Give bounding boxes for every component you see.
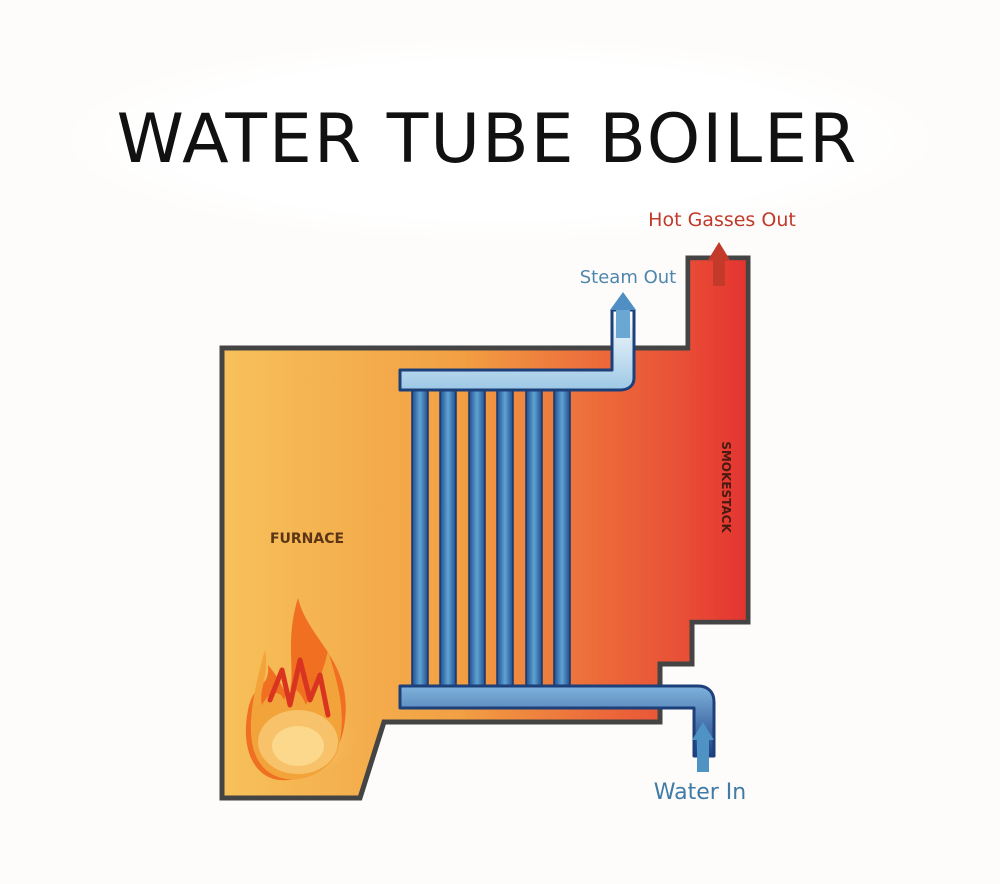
title-background-glow bbox=[70, 40, 930, 240]
water-in-arrow bbox=[692, 722, 714, 772]
water-tube-2 bbox=[439, 377, 457, 693]
steam-out-arrow bbox=[610, 292, 636, 338]
fire-icon bbox=[245, 598, 346, 781]
furnace-label: FURNACE bbox=[270, 531, 344, 547]
water-tube-6 bbox=[553, 377, 571, 693]
water-tube-5 bbox=[525, 377, 543, 693]
hot-gasses-arrow bbox=[708, 242, 730, 286]
steam-out-label: Steam Out bbox=[580, 267, 676, 288]
smokestack-fill bbox=[690, 260, 746, 620]
page-title: WATER TUBE BOILER bbox=[116, 100, 859, 179]
water-tube-3 bbox=[468, 377, 486, 693]
water-tube-1 bbox=[411, 377, 429, 693]
hot-gasses-out-label: Hot Gasses Out bbox=[648, 209, 796, 231]
smokestack-label: SMOKESTACK bbox=[719, 441, 733, 533]
water-in-label: Water In bbox=[654, 780, 746, 805]
water-tube-4 bbox=[496, 377, 514, 693]
